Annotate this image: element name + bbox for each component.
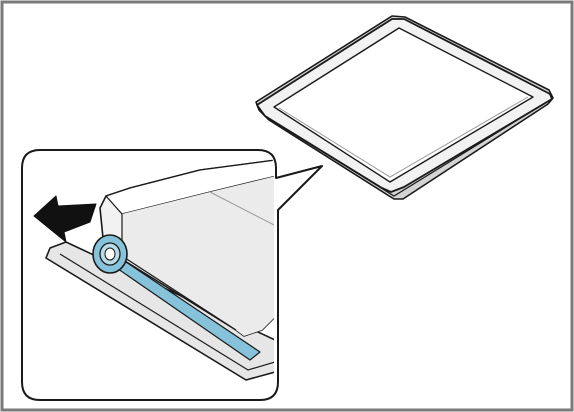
tray-body-shade	[122, 176, 274, 336]
highlight-knob	[92, 234, 128, 274]
tray-surface-edge	[278, 96, 529, 178]
tray-body-fold	[209, 191, 274, 227]
knob-hole	[104, 247, 116, 261]
main-tray	[255, 15, 554, 200]
detail-callout	[21, 149, 323, 401]
tray-surface	[273, 27, 534, 183]
tray-body-top	[105, 159, 274, 215]
base-rail-inner	[59, 253, 274, 371]
arrow-left-icon	[33, 195, 97, 243]
zoomed-tray-edge	[33, 159, 274, 381]
tray-lip-line	[267, 99, 551, 197]
